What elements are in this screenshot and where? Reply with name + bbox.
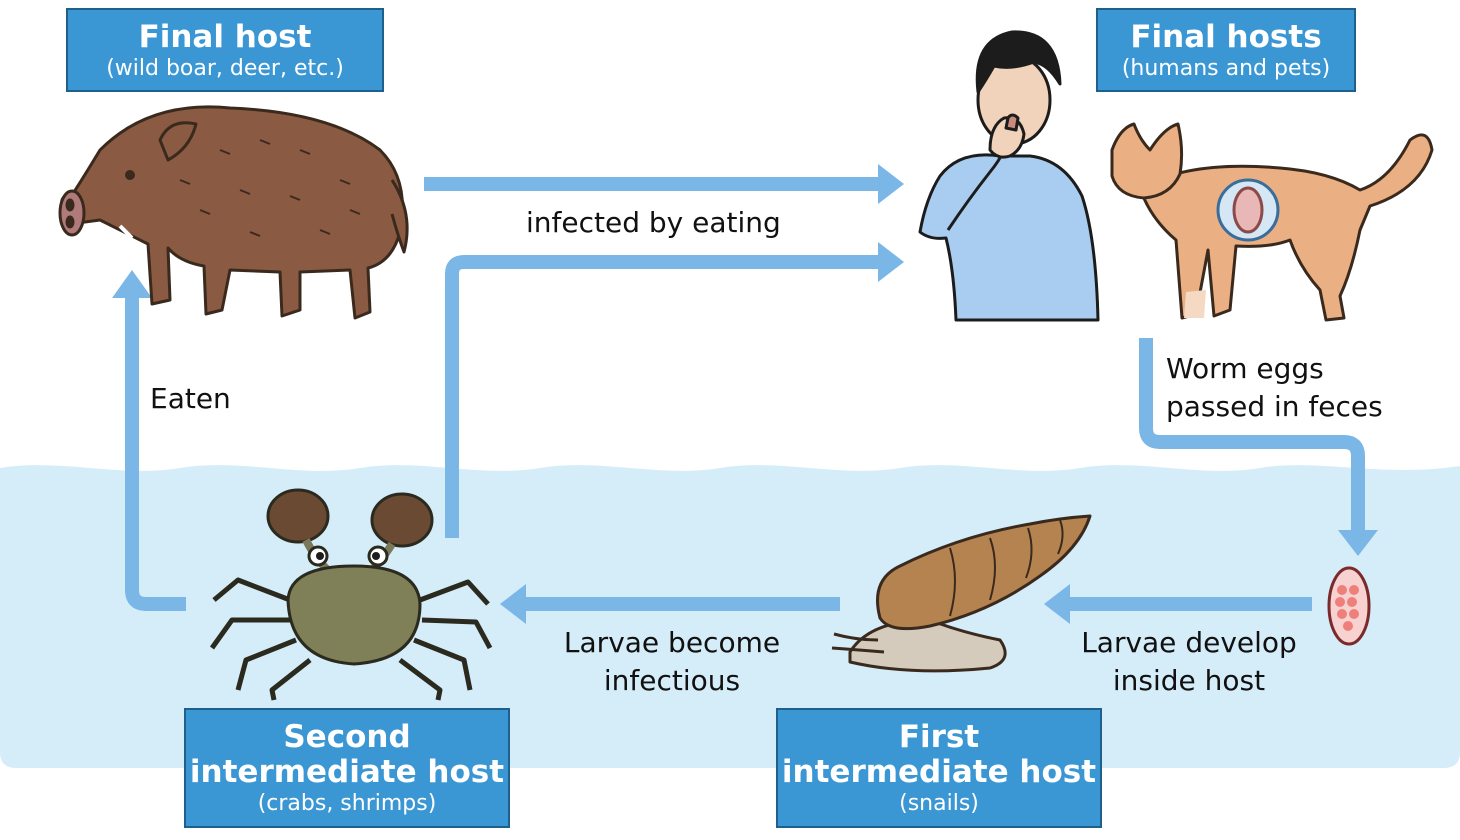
- caption-larvae-develop-line1: Larvae develop: [1081, 626, 1297, 659]
- final-host-wild-title: Final host: [138, 19, 312, 55]
- arrow-humans-to-egg: [1139, 338, 1365, 532]
- arrow-crab-to-boar: [125, 298, 186, 611]
- final-host-wild-box: Final host (wild boar, deer, etc.): [66, 8, 384, 92]
- final-host-wild-subtitle: (wild boar, deer, etc.): [106, 56, 344, 81]
- second-intermediate-title-2: intermediate host: [189, 754, 505, 790]
- final-hosts-humans-subtitle: (humans and pets): [1121, 56, 1331, 81]
- caption-larvae-develop: Larvae develop inside host: [1066, 624, 1312, 700]
- second-intermediate-host-box: Second intermediate host (crabs, shrimps…: [184, 708, 510, 828]
- worm-egg-icon: [1327, 566, 1371, 646]
- caption-worm-eggs-line2: passed in feces: [1166, 390, 1383, 423]
- first-intermediate-title-2: intermediate host: [781, 754, 1097, 790]
- first-intermediate-subtitle: (snails): [899, 791, 979, 816]
- caption-larvae-infectious-line1: Larvae become: [563, 626, 781, 659]
- final-hosts-humans-title: Final hosts: [1130, 19, 1322, 55]
- wild-boar-icon: [58, 105, 409, 320]
- caption-larvae-infectious-line2: infectious: [603, 664, 741, 697]
- caption-larvae-develop-line2: inside host: [1112, 664, 1266, 697]
- cat-icon: [1110, 122, 1434, 322]
- crab-icon: [209, 488, 493, 701]
- caption-infected-by-eating: infected by eating: [526, 206, 781, 239]
- caption-worm-eggs-line1: Worm eggs: [1166, 352, 1324, 385]
- arrow-crab-to-humans: [445, 255, 880, 538]
- caption-larvae-infectious: Larvae become infectious: [552, 624, 792, 700]
- final-hosts-humans-box: Final hosts (humans and pets): [1096, 8, 1356, 92]
- caption-worm-eggs: Worm eggs passed in feces: [1166, 350, 1383, 426]
- caption-eaten: Eaten: [150, 382, 231, 415]
- first-intermediate-host-box: First intermediate host (snails): [776, 708, 1102, 828]
- coughing-person-icon: [918, 30, 1100, 322]
- snail-icon: [831, 514, 1092, 673]
- first-intermediate-title-1: First: [898, 719, 980, 755]
- second-intermediate-subtitle: (crabs, shrimps): [257, 791, 437, 816]
- second-intermediate-title-1: Second: [283, 719, 411, 755]
